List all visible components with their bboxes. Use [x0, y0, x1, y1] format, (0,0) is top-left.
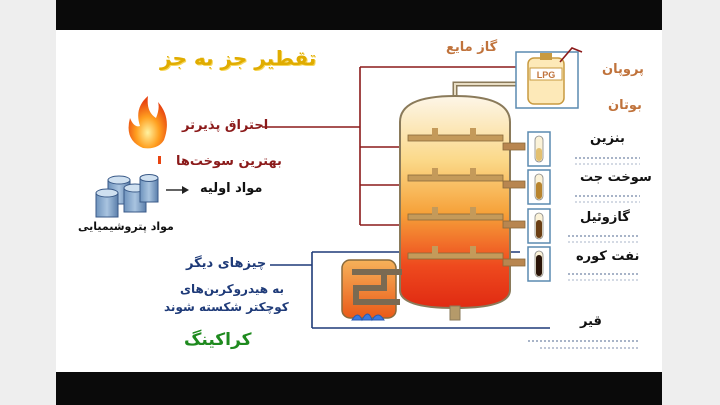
label-combustible: احتراق پذیرتر	[182, 118, 269, 133]
tray-1	[407, 128, 526, 151]
outlet-gasoline	[502, 142, 526, 151]
fraction-label-jet-fuel: سوخت جت	[580, 170, 652, 185]
tube-fuel-oil	[527, 246, 551, 282]
fraction-label-gasoline: بنزین	[590, 131, 625, 146]
column-bottom-pipe	[449, 305, 461, 321]
label-raw-materials: مواد اولیه	[200, 181, 263, 196]
tube-gasoline	[527, 131, 551, 167]
label-best-fuels: بهترین سوخت‌ها	[176, 154, 282, 169]
fire-icon	[128, 96, 167, 149]
right-margin	[662, 0, 720, 405]
cracking-furnace	[341, 259, 402, 322]
fraction-label-diesel: گازوئیل	[580, 210, 630, 225]
arrow-right-icon	[166, 186, 189, 194]
label-propane: پروپان	[602, 62, 644, 77]
top-letterbox	[56, 0, 662, 30]
label-cracking-note-1: به هیدروکربن‌های	[180, 282, 285, 296]
spark-mark	[158, 156, 161, 164]
label-petrochemicals: مواد پتروشیمیایی	[78, 220, 174, 233]
tray-2	[407, 168, 526, 189]
outlet-jet	[502, 180, 526, 189]
lpg-tank-icon: LPG	[515, 47, 583, 109]
barrels-icon	[95, 174, 159, 218]
tray-3	[407, 207, 526, 229]
label-cracking: کراکینگ	[184, 330, 252, 350]
fraction-underlines	[528, 157, 640, 349]
outlet-fuel-oil	[502, 258, 526, 267]
top-vapor-pipe-inner	[454, 83, 520, 98]
column-trays	[407, 128, 526, 267]
label-other-things: چیزهای دیگر	[186, 256, 267, 271]
tray-4	[407, 246, 526, 267]
fraction-label-bitumen: قیر	[580, 314, 602, 329]
tube-diesel	[527, 208, 551, 244]
page-title: تقطیر جز به جز	[160, 46, 317, 70]
label-butane: بوتان	[608, 98, 642, 113]
bottom-letterbox	[56, 372, 662, 405]
left-margin	[0, 0, 56, 405]
fraction-label-fuel-oil: نفت کوره	[576, 249, 640, 264]
test-tubes	[527, 131, 551, 282]
label-cracking-note-2: کوچکتر شکسته شوند	[164, 300, 289, 314]
outlet-diesel	[502, 220, 526, 229]
label-liquid-gas: گاز مایع	[446, 40, 498, 55]
tube-jet-fuel	[527, 169, 551, 205]
distillation-column	[399, 94, 511, 310]
burner-flame-icon	[351, 313, 385, 322]
lpg-label: LPG	[537, 70, 556, 80]
